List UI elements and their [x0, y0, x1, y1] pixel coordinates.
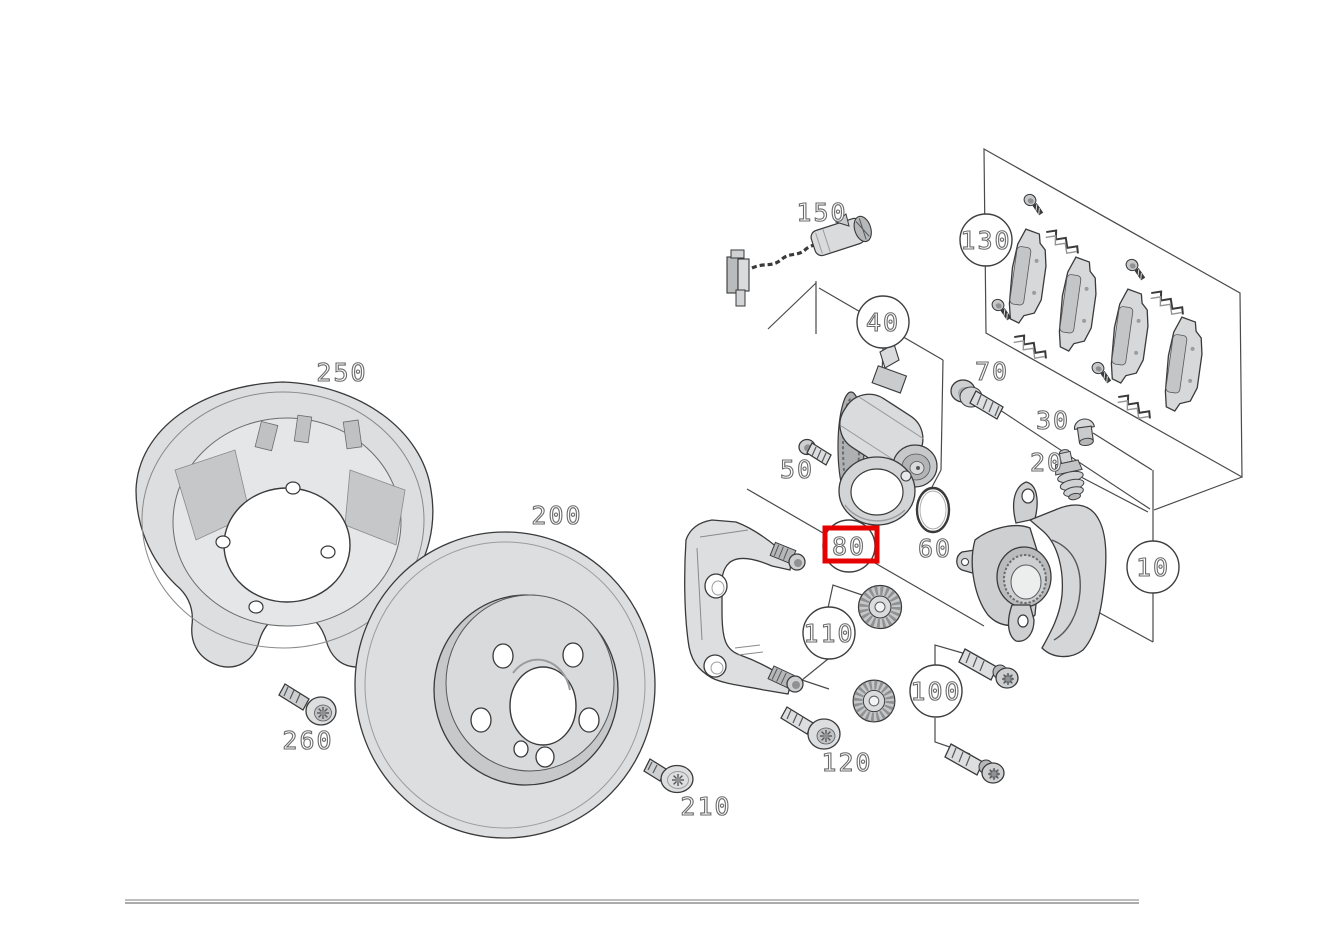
bleeder-cap — [1073, 418, 1095, 447]
actuator-screw-50 — [798, 438, 832, 466]
callout-100[interactable]: 100 — [910, 676, 961, 706]
callout-120[interactable]: 120 — [821, 747, 872, 777]
brake-disc — [354, 531, 656, 839]
caliper-carrier-bracket — [684, 519, 806, 695]
footer-rule — [125, 899, 1139, 904]
callout-60[interactable]: 60 — [917, 533, 952, 563]
guide-bushing-lower — [853, 680, 895, 722]
callout-circle-10[interactable] — [1126, 540, 1180, 594]
bleeder-valve — [1055, 449, 1085, 501]
callout-70[interactable]: 70 — [974, 356, 1009, 386]
caliper-housing — [956, 481, 1107, 658]
disc-countersunk-screw-210 — [643, 758, 694, 794]
brake-pad-set — [989, 192, 1208, 424]
carrier-bolt-lower — [944, 743, 1005, 784]
callout-50[interactable]: 50 — [779, 454, 814, 484]
callout-10[interactable]: 10 — [1135, 552, 1170, 582]
callout-110[interactable]: 110 — [803, 618, 854, 648]
disc-locating-screw-260 — [278, 683, 337, 726]
callout-labels: 250 200 260 210 150 50 60 70 30 20 120 4… — [282, 197, 1170, 821]
callout-circle-100[interactable] — [909, 664, 963, 718]
callout-20[interactable]: 20 — [1029, 447, 1064, 477]
callout-circle-130[interactable] — [959, 213, 1013, 267]
brake-wear-sensor — [726, 213, 872, 307]
callout-circle-40[interactable] — [856, 295, 910, 349]
callout-250[interactable]: 250 — [316, 357, 367, 387]
splash-shield — [135, 381, 434, 668]
carrier-screw-120 — [780, 706, 841, 750]
carrier-bolt-upper — [958, 648, 1019, 689]
guide-bushing-upper — [859, 586, 902, 629]
callout-40[interactable]: 40 — [865, 307, 900, 337]
o-ring-seal — [915, 486, 951, 534]
parking-brake-actuator — [837, 343, 938, 526]
highlight-box-80 — [822, 525, 880, 564]
caliper-bolt-70 — [950, 379, 1004, 420]
callout-210[interactable]: 210 — [680, 791, 731, 821]
callout-150[interactable]: 150 — [796, 197, 847, 227]
callout-260[interactable]: 260 — [282, 725, 333, 755]
callout-circle-110[interactable] — [802, 606, 856, 660]
callout-80[interactable]: 80 — [831, 531, 866, 561]
callout-130[interactable]: 130 — [960, 225, 1011, 255]
leader-lines — [746, 281, 1243, 755]
callout-30[interactable]: 30 — [1035, 405, 1070, 435]
callout-200[interactable]: 200 — [531, 500, 582, 530]
